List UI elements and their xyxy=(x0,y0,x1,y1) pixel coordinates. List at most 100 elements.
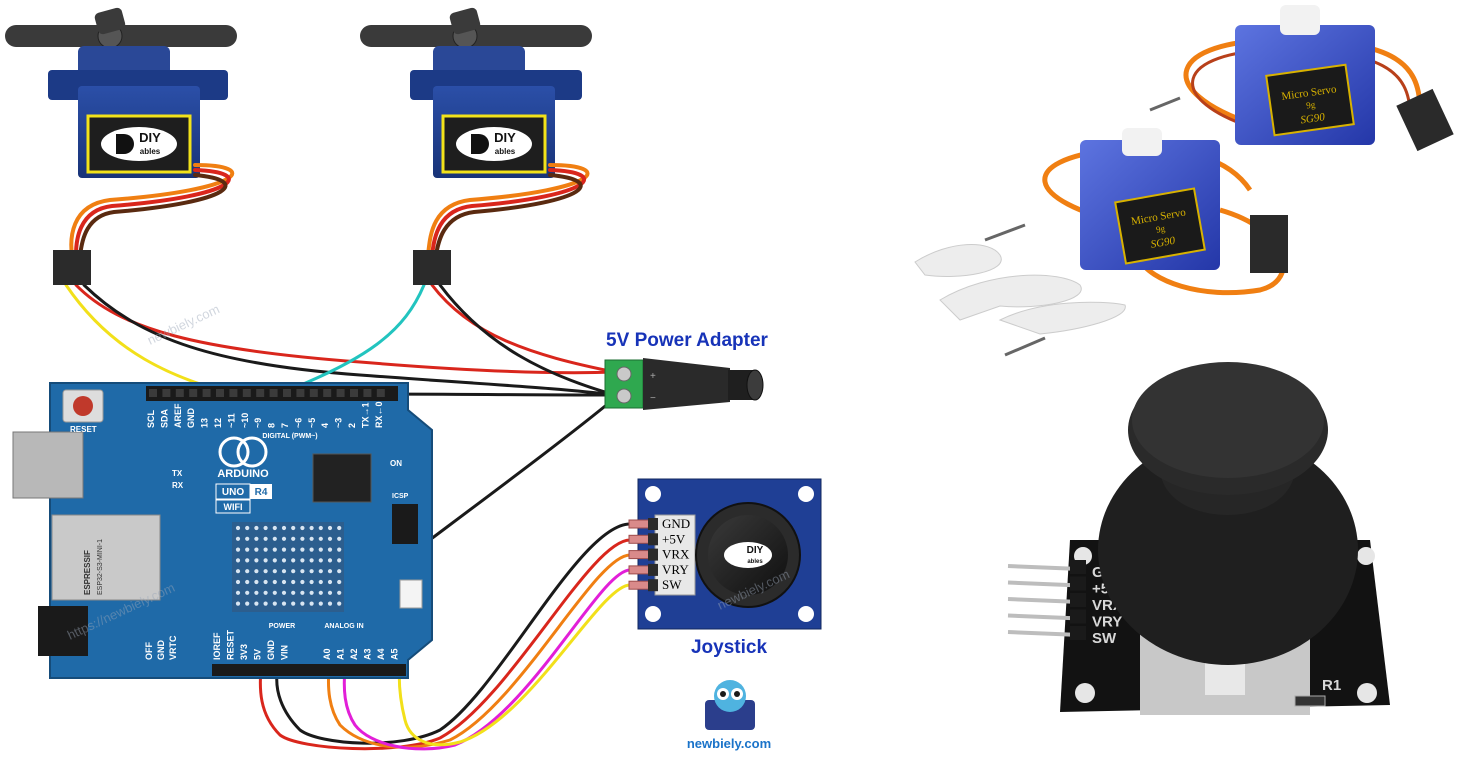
top-pin-label: 12 xyxy=(213,418,223,428)
led-dot xyxy=(235,536,241,541)
led-dot xyxy=(291,536,296,541)
led-dot xyxy=(281,536,287,541)
led-dot xyxy=(318,590,323,595)
led-dot xyxy=(309,536,314,541)
analog-pin-label: A5 xyxy=(390,648,400,660)
led-dot xyxy=(318,579,323,585)
arduino-logo-icon xyxy=(218,436,250,468)
led-dot xyxy=(272,536,277,541)
led-dot xyxy=(327,601,333,606)
header-pin xyxy=(283,389,291,397)
led-dot xyxy=(254,547,259,552)
top-pin-label: 8 xyxy=(267,423,277,428)
led-dot xyxy=(337,601,342,606)
led-dot xyxy=(272,558,277,563)
top-pin-label: 7 xyxy=(280,423,290,428)
led-dot xyxy=(300,525,305,531)
led-dot xyxy=(327,536,333,541)
led-dot xyxy=(263,558,268,563)
power-adapter: 5V Power Adapter + − xyxy=(604,330,769,410)
led-dot xyxy=(263,547,268,552)
top-pin-label: AREF xyxy=(173,403,183,428)
analog-pin-label: A4 xyxy=(376,648,386,660)
arduino-revision: R4 xyxy=(255,487,268,498)
header-pin xyxy=(1007,630,1081,637)
led-dot xyxy=(245,590,250,595)
power-adapter-label: 5V Power Adapter xyxy=(606,330,769,351)
led-dot xyxy=(318,547,323,552)
servo-plug-icon xyxy=(1250,215,1288,273)
led-dot xyxy=(272,525,277,531)
reset-label: RESET xyxy=(70,425,97,434)
led-dot xyxy=(318,601,323,606)
led-dot xyxy=(309,590,314,595)
led-dot xyxy=(272,569,277,574)
led-dot xyxy=(309,558,314,563)
header-pin xyxy=(363,389,372,397)
top-pin-label: 13 xyxy=(200,418,210,428)
reset-button[interactable] xyxy=(73,396,93,416)
analog-pin-label: A3 xyxy=(363,648,373,660)
servo-logo-text: DIY xyxy=(139,130,161,145)
led-dot xyxy=(318,558,323,563)
led-dot xyxy=(263,569,268,574)
header-pin xyxy=(336,389,345,397)
servo-motor-2: DIY ables xyxy=(360,7,592,178)
laptop-icon xyxy=(705,700,755,730)
led-dot xyxy=(281,569,287,574)
led-dot xyxy=(235,601,241,606)
analog-pin-label: A0 xyxy=(322,648,332,660)
joystick-pin-label: +5V xyxy=(662,531,686,546)
plus-icon: + xyxy=(650,371,656,382)
servo-1-connector xyxy=(53,250,91,285)
led-dot xyxy=(337,536,342,541)
led-dot xyxy=(291,547,296,552)
led-dot xyxy=(235,579,241,585)
joystick-logo-text: DIY xyxy=(747,545,764,556)
servo-weight: 9g xyxy=(1306,99,1317,110)
header-pin xyxy=(242,389,251,397)
led-dot xyxy=(245,547,250,552)
board-label: GND xyxy=(156,640,166,661)
led-dot xyxy=(281,558,287,563)
led-dot xyxy=(309,569,314,574)
led-dot xyxy=(327,579,333,585)
led-dot xyxy=(245,525,250,531)
top-pin-label: ~5 xyxy=(307,418,317,428)
header-pin xyxy=(229,389,238,397)
arduino-brand: ARDUINO xyxy=(217,468,269,480)
usb-port xyxy=(12,431,84,499)
led-dot xyxy=(327,590,333,595)
brand-footer: newbiely.com xyxy=(687,736,771,751)
led-dot xyxy=(245,569,250,574)
led-dot xyxy=(245,601,250,606)
led-dot xyxy=(254,558,259,563)
newbiely-logo: newbiely.com xyxy=(687,680,771,751)
led-dot xyxy=(245,579,250,585)
servo-model: SG90 xyxy=(1300,111,1326,126)
joystick-label: Joystick xyxy=(691,637,767,658)
header-pin xyxy=(1007,564,1081,571)
led-dot xyxy=(263,536,268,541)
led-dot xyxy=(281,547,287,552)
board-label: OFF xyxy=(144,642,154,660)
arduino-model: UNO xyxy=(222,487,244,498)
photo-pin-label: SW xyxy=(1092,630,1117,647)
joystick-pin-label: GND xyxy=(662,516,690,531)
header-pin xyxy=(162,389,171,397)
servo-motor-1: DIY ables xyxy=(5,7,237,178)
joystick-logo-subtext: ables xyxy=(747,559,763,565)
led-dot xyxy=(291,601,296,606)
watermark: newbiely.com xyxy=(145,301,222,347)
led-dot xyxy=(272,590,277,595)
power-pin-label: 3V3 xyxy=(239,644,249,660)
top-pin-label: ~3 xyxy=(334,418,344,428)
header-pin xyxy=(323,389,332,397)
header-pin xyxy=(350,389,358,397)
servo-weight: 9g xyxy=(1155,223,1166,234)
led-dot xyxy=(245,536,250,541)
